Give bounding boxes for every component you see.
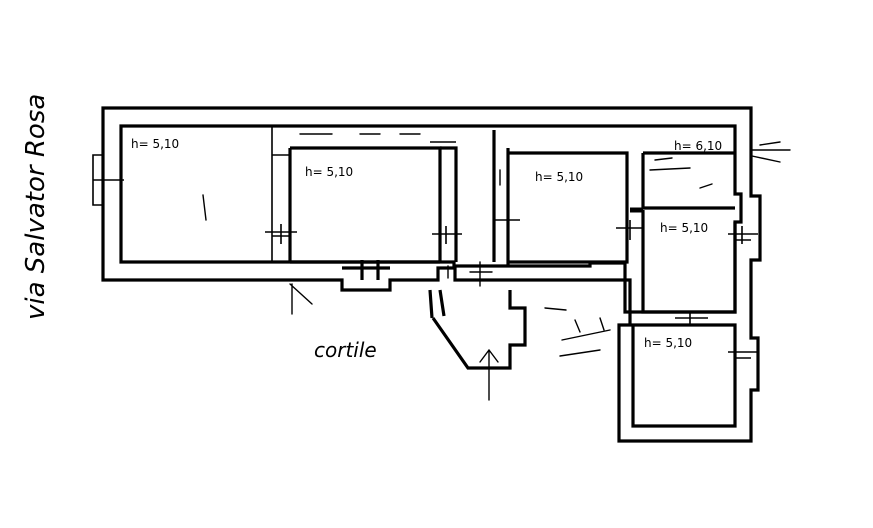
- room-3-height: h= 5,10: [535, 170, 583, 184]
- room-6: h= 5,10: [631, 312, 758, 428]
- room-5: h= 5,10: [641, 210, 758, 314]
- outer-walls: [92, 106, 762, 443]
- room-4-height: h= 6,10: [674, 139, 722, 153]
- courtyard-label: cortile: [314, 338, 377, 362]
- room-4: h= 6,10: [630, 139, 735, 213]
- room-2-height: h= 5,10: [305, 165, 353, 179]
- room-3: h= 5,10: [508, 151, 644, 264]
- room-1: h= 5,10: [121, 126, 273, 263]
- room-1-height: h= 5,10: [131, 137, 179, 151]
- room-2: h= 5,10: [265, 146, 442, 264]
- entrance: [289, 260, 567, 401]
- stair-marks: [751, 141, 791, 163]
- room-5-height: h= 5,10: [660, 221, 708, 235]
- corridor: [430, 130, 520, 266]
- hatch-marks: [202, 133, 611, 357]
- street-label: via Salvator Rosa: [21, 94, 51, 320]
- room-6-height: h= 5,10: [644, 336, 692, 350]
